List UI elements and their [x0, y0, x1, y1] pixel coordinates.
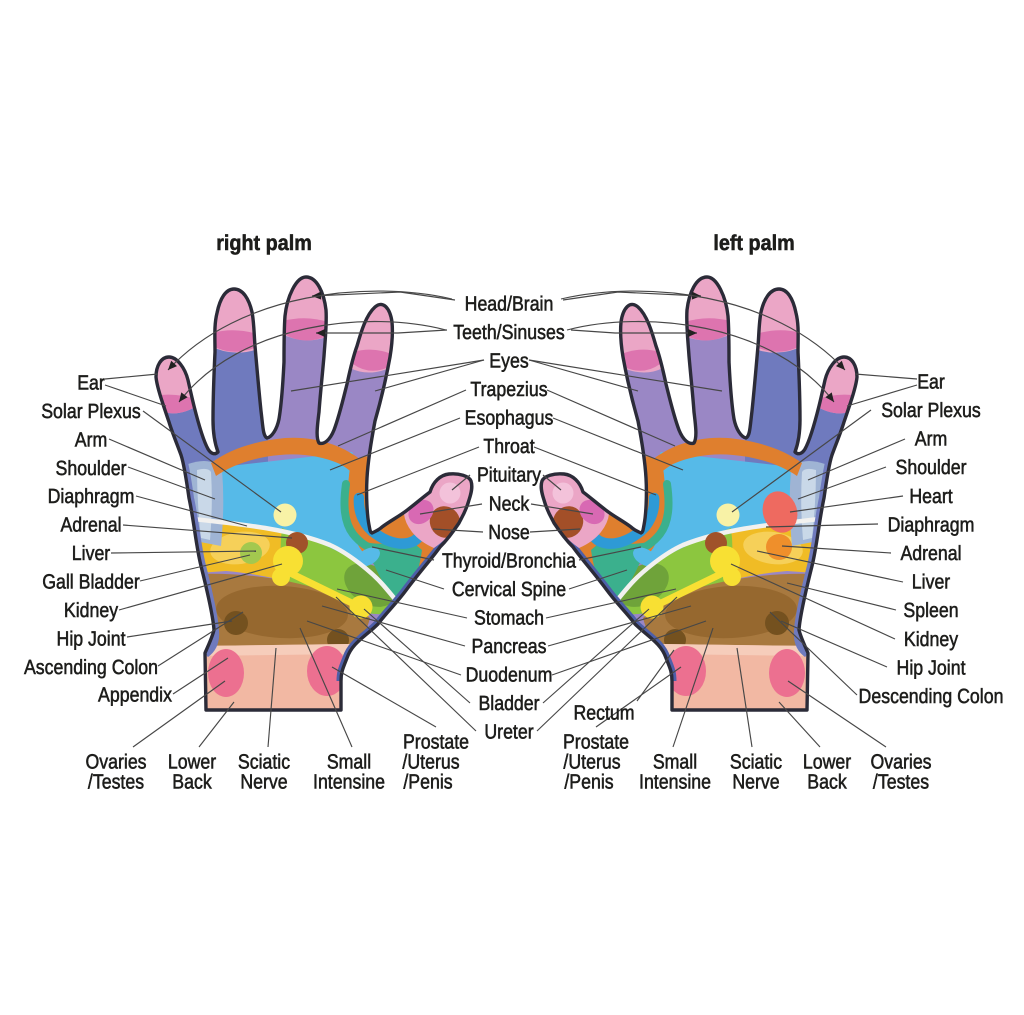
svg-text:Shoulder: Shoulder: [56, 457, 127, 480]
svg-text:Descending Colon: Descending Colon: [859, 685, 1004, 708]
svg-text:Throat: Throat: [483, 435, 535, 458]
svg-text:Liver: Liver: [912, 571, 951, 594]
svg-text:Pituitary: Pituitary: [477, 464, 542, 487]
svg-text:Heart: Heart: [909, 485, 953, 508]
svg-text:left palm: left palm: [713, 231, 794, 255]
svg-text:Ovaries: Ovaries: [870, 750, 931, 773]
svg-text:Bladder: Bladder: [478, 692, 539, 715]
svg-text:Sciatic: Sciatic: [730, 750, 782, 773]
svg-text:Diaphragm: Diaphragm: [48, 485, 135, 508]
svg-text:Cervical Spine: Cervical Spine: [452, 578, 566, 601]
svg-text:Lower: Lower: [803, 750, 851, 773]
svg-text:Liver: Liver: [72, 542, 111, 565]
svg-text:Esophagus: Esophagus: [465, 407, 554, 430]
svg-text:Ureter: Ureter: [484, 721, 533, 744]
svg-text:Trapezius: Trapezius: [470, 378, 547, 401]
svg-text:Nerve: Nerve: [732, 770, 779, 793]
svg-text:Duodenum: Duodenum: [466, 664, 553, 687]
svg-text:/Uterus: /Uterus: [563, 750, 620, 773]
svg-text:Appendix: Appendix: [98, 683, 173, 706]
svg-text:Shoulder: Shoulder: [896, 456, 967, 479]
svg-text:/Testes: /Testes: [873, 770, 929, 793]
svg-text:Hip Joint: Hip Joint: [57, 627, 126, 650]
svg-text:Small: Small: [653, 750, 697, 773]
svg-text:Teeth/Sinuses: Teeth/Sinuses: [453, 321, 564, 344]
svg-text:Lower: Lower: [168, 750, 216, 773]
svg-text:Arm: Arm: [915, 428, 948, 451]
svg-text:Gall Bladder: Gall Bladder: [42, 571, 140, 594]
svg-text:Intensine: Intensine: [313, 770, 385, 793]
svg-text:Intensine: Intensine: [639, 770, 711, 793]
svg-text:Back: Back: [807, 770, 847, 793]
svg-text:Spleen: Spleen: [903, 599, 958, 622]
svg-text:Neck: Neck: [489, 492, 530, 515]
svg-text:Ascending Colon: Ascending Colon: [24, 656, 158, 679]
svg-text:Stomach: Stomach: [474, 606, 544, 629]
svg-text:Prostate: Prostate: [563, 730, 629, 753]
svg-text:Kidney: Kidney: [904, 628, 959, 651]
svg-text:Back: Back: [172, 770, 212, 793]
svg-text:Head/Brain: Head/Brain: [465, 292, 554, 315]
svg-text:Ear: Ear: [77, 371, 105, 394]
svg-text:Ovaries: Ovaries: [85, 750, 146, 773]
svg-text:Ear: Ear: [917, 370, 945, 393]
svg-text:Small: Small: [327, 750, 371, 773]
svg-text:Thyroid/Bronchia: Thyroid/Bronchia: [442, 549, 577, 572]
svg-text:Adrenal: Adrenal: [60, 514, 121, 537]
svg-text:Hip Joint: Hip Joint: [897, 656, 966, 679]
svg-text:Nerve: Nerve: [240, 770, 287, 793]
svg-text:Rectum: Rectum: [573, 701, 634, 724]
svg-text:right palm: right palm: [216, 231, 312, 255]
svg-text:/Testes: /Testes: [88, 770, 144, 793]
svg-text:Eyes: Eyes: [489, 350, 528, 373]
svg-text:Arm: Arm: [75, 428, 108, 451]
svg-text:Kidney: Kidney: [64, 599, 119, 622]
svg-text:Adrenal: Adrenal: [900, 542, 961, 565]
svg-text:Prostate: Prostate: [403, 730, 469, 753]
svg-text:/Penis: /Penis: [403, 770, 452, 793]
svg-text:/Uterus: /Uterus: [402, 750, 459, 773]
svg-text:Nose: Nose: [488, 521, 529, 544]
svg-text:/Penis: /Penis: [564, 770, 613, 793]
svg-text:Sciatic: Sciatic: [238, 750, 290, 773]
svg-text:Solar Plexus: Solar Plexus: [881, 399, 981, 422]
svg-text:Diaphragm: Diaphragm: [888, 513, 975, 536]
svg-text:Solar Plexus: Solar Plexus: [41, 400, 141, 423]
svg-text:Pancreas: Pancreas: [472, 635, 547, 658]
